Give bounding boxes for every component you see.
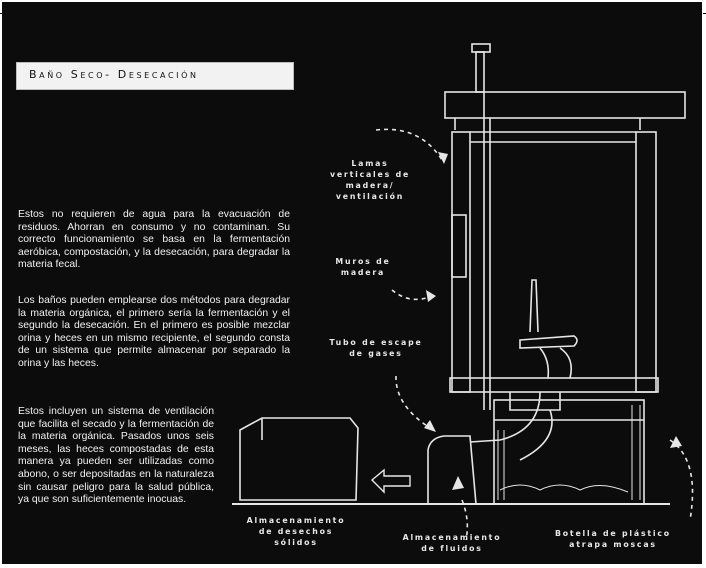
label-muros: Muros de madera (335, 257, 391, 277)
label-fluidos: Almacenamiento de fluidos (402, 533, 502, 553)
label-tubo: Tubo de escape de gases (329, 338, 423, 358)
fluid-tank (427, 435, 477, 505)
left-wall (451, 131, 471, 393)
storage-chamber (493, 399, 645, 505)
pointer-lamas (375, 128, 443, 161)
pointer-muros (391, 289, 433, 301)
paragraph-2: Los baños pueden emplearse dos métodos p… (18, 295, 290, 369)
chimney-pipe (475, 51, 485, 93)
transfer-arrow (370, 468, 411, 494)
right-wall (635, 131, 657, 393)
chimney-cap (471, 43, 491, 53)
paragraph-1: Estos no requieren de agua para la evacu… (18, 209, 290, 271)
label-solidos: Almacenamiento de desechos sólidos (246, 516, 346, 547)
pointer-fluidos (461, 499, 469, 541)
page-title: Baño Seco- Desecación (29, 68, 199, 81)
label-botella: Botella de plástico atrapa moscas (555, 529, 671, 549)
pointer-tubo (395, 375, 431, 429)
title-box: Baño Seco- Desecación (16, 62, 294, 90)
vertical-slat (451, 214, 467, 278)
label-lamas: Lamas verticales de madera/ ventilación (329, 159, 411, 201)
seat (519, 335, 578, 349)
pointer-botella (669, 439, 694, 521)
cabin-floor (449, 377, 659, 393)
paragraph-3: Estos incluyen un sistema de ventilación… (18, 406, 214, 506)
solids-bin (239, 417, 359, 501)
roof (444, 91, 686, 119)
